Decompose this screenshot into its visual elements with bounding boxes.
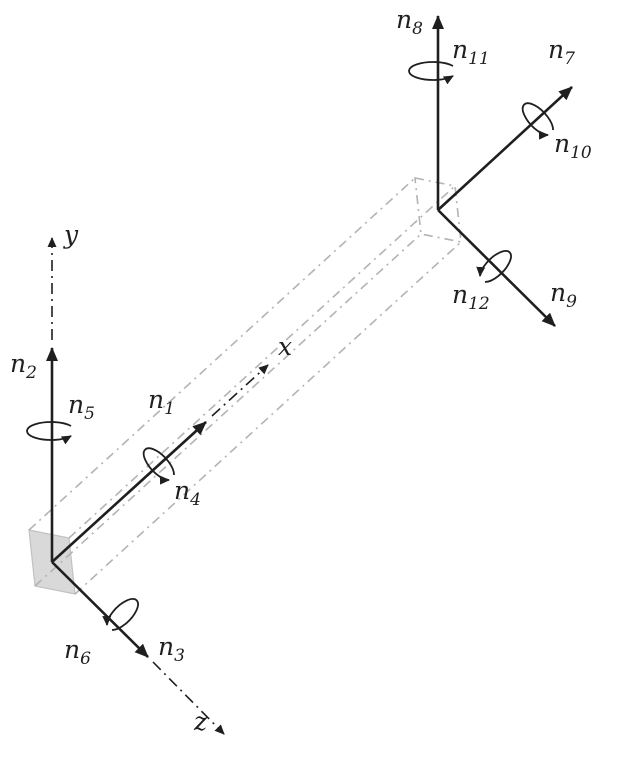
beam-edge-top-far xyxy=(28,177,416,531)
dof-arrow-n7 xyxy=(437,86,573,211)
label-n4: n4 xyxy=(174,476,201,510)
label-n7: n7 xyxy=(548,35,575,69)
label-n2: n2 xyxy=(10,349,37,383)
label-axis-y: y xyxy=(63,220,79,249)
label-n10: n10 xyxy=(554,129,592,163)
dof-arrow-n9 xyxy=(437,209,556,327)
label-n9: n9 xyxy=(550,278,577,312)
rotation-arrow-n10 xyxy=(521,102,554,140)
beam-edge-top-near xyxy=(68,185,456,539)
rotation-arrow-n6 xyxy=(102,598,139,631)
label-n6: n6 xyxy=(64,635,91,669)
label-axis-z: z xyxy=(193,707,208,736)
beam-edge-bottom-near xyxy=(74,241,462,595)
beam-edge-bottom-far xyxy=(34,233,422,587)
labels: y x z n1 n2 n3 n4 n5 n6 n7 n8 n9 n10 n11… xyxy=(10,5,592,736)
label-n3: n3 xyxy=(158,632,185,666)
translation-dof-arrows xyxy=(46,15,573,658)
label-n11: n11 xyxy=(452,35,490,69)
label-n12: n12 xyxy=(452,280,490,314)
rotation-dof-arrows xyxy=(26,61,554,631)
rotation-arrow-n5 xyxy=(26,421,72,445)
dof-arrow-n1 xyxy=(51,421,207,563)
rotation-arrow-n4 xyxy=(142,447,175,485)
label-n5: n5 xyxy=(68,390,95,424)
beam-right-end-face xyxy=(414,177,462,243)
dof-arrow-n3 xyxy=(51,561,149,658)
label-n1: n1 xyxy=(148,385,175,419)
z-axis-line xyxy=(152,661,225,735)
label-axis-x: x xyxy=(278,332,292,361)
rotation-arrow-n12 xyxy=(476,250,512,283)
x-axis-line xyxy=(211,364,269,417)
beam-outline xyxy=(28,177,462,595)
coordinate-axes xyxy=(47,237,269,735)
rotation-arrow-n11 xyxy=(408,61,454,85)
label-n8: n8 xyxy=(396,5,423,39)
